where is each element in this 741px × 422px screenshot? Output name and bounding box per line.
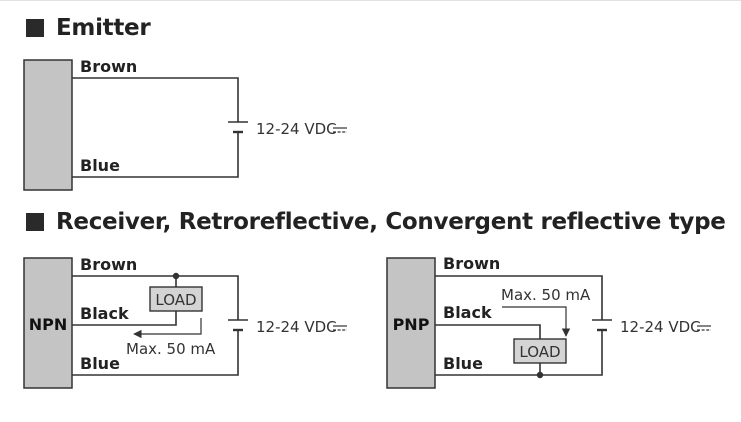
pnp-dc-symbol-icon [697, 325, 711, 331]
pnp-brown-wire [435, 275, 603, 320]
emitter-sensor-body [23, 59, 73, 191]
emitter-blue-label: Blue [80, 156, 120, 175]
pnp-max-current-label: Max. 50 mA [501, 286, 591, 304]
receiver-heading: Receiver, Retroreflective, Convergent re… [26, 209, 726, 235]
heading-square-icon [26, 19, 44, 37]
emitter-diagram: Brown Blue 12-24 VDC [23, 57, 347, 191]
pnp-supply-label: 12-24 VDC [620, 318, 701, 336]
emitter-brown-wire [72, 77, 239, 122]
npn-device-label: NPN [29, 315, 68, 334]
pnp-brown-label: Brown [443, 254, 500, 273]
npn-load-box [149, 286, 203, 312]
npn-black-label: Black [80, 304, 129, 323]
emitter-blue-wire [72, 132, 239, 178]
npn-current-arrow [133, 318, 202, 339]
npn-supply-label: 12-24 VDC [256, 318, 337, 336]
emitter-heading-text: Emitter [56, 15, 151, 41]
emitter-battery-icon [228, 121, 248, 134]
npn-brown-label: Brown [80, 255, 137, 274]
pnp-sensor-body [386, 257, 436, 389]
emitter-heading: Emitter [26, 15, 151, 41]
npn-brown-wire [72, 275, 239, 320]
npn-max-current-label: Max. 50 mA [126, 340, 216, 358]
npn-blue-wire [72, 330, 239, 376]
pnp-device-label: PNP [393, 315, 430, 334]
pnp-current-arrow [502, 306, 571, 337]
pnp-junction-dot [536, 371, 544, 379]
heading-square-icon [26, 213, 44, 231]
pnp-diagram: PNP LOAD Brown Black Blue Max. 50 mA 12-… [386, 254, 711, 389]
npn-blue-label: Blue [80, 354, 120, 373]
pnp-battery-icon [592, 319, 612, 332]
npn-battery-icon [228, 319, 248, 332]
npn-sensor-body [23, 257, 73, 389]
pnp-blue-wire [435, 330, 603, 376]
top-divider [0, 0, 741, 1]
npn-diagram: NPN LOAD Brown Black Blue Max. 50 mA 12-… [23, 255, 347, 389]
pnp-blue-label: Blue [443, 354, 483, 373]
pnp-black-label: Black [443, 303, 492, 322]
npn-black-wire [72, 311, 177, 326]
pnp-load-box [513, 338, 567, 364]
pnp-load-label: LOAD [519, 343, 560, 361]
npn-dc-symbol-icon [333, 325, 347, 331]
npn-load-label: LOAD [155, 291, 196, 309]
emitter-dc-symbol-icon [333, 127, 347, 133]
pnp-black-wire [435, 324, 541, 339]
emitter-supply-label: 12-24 VDC [256, 120, 337, 138]
receiver-heading-text: Receiver, Retroreflective, Convergent re… [56, 209, 726, 235]
emitter-brown-label: Brown [80, 57, 137, 76]
